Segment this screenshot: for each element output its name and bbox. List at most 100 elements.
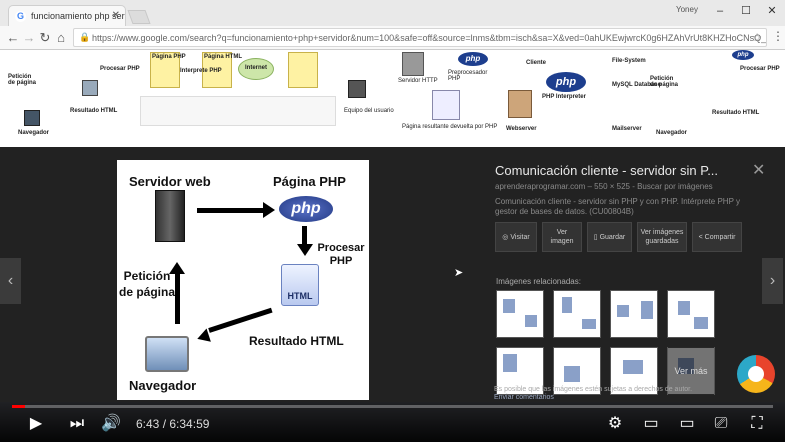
thumb-label: Página resultante devuelta por PHP — [402, 124, 498, 130]
view-image-label: Ver imagen — [550, 229, 574, 245]
thumb-label: Equipo del usuario — [344, 108, 394, 114]
thumb-label: Resultado HTML — [712, 110, 760, 116]
minimize-icon[interactable]: – — [716, 5, 724, 17]
progress-fill — [12, 405, 25, 408]
thumb-label: PHP Interpreter — [542, 94, 586, 100]
thumb-label: Procesar PHP — [100, 66, 140, 72]
diagram-request-label: Petición de página — [118, 269, 175, 299]
google-icon: G — [15, 11, 26, 22]
thumb-label: Resultado HTML — [70, 108, 118, 114]
server-icon — [155, 190, 185, 242]
thumb-label: Mailserver — [612, 126, 642, 132]
duration: 6:34:59 — [169, 417, 210, 431]
settings-gear-icon[interactable]: ⚙ — [607, 415, 623, 432]
thumb-label: Internet — [245, 65, 268, 71]
thumb-label: Interprete PHP — [180, 68, 222, 74]
previous-image-button[interactable]: ‹ — [0, 258, 21, 304]
image-title[interactable]: Comunicación cliente - servidor sin P... — [495, 163, 719, 178]
close-window-icon[interactable]: ✕ — [767, 5, 777, 17]
fullscreen-icon[interactable]: ⛶ — [751, 415, 763, 432]
thumb-right[interactable]: Cliente php PHP Interpreter Webserver Fi… — [506, 50, 780, 136]
preview-image[interactable]: Servidor web Página PHP php Procesar PHP… — [117, 160, 369, 400]
channel-logo-icon[interactable] — [737, 355, 775, 393]
send-feedback-link[interactable]: Enviar comentarios — [494, 394, 554, 401]
saved-images-button[interactable]: Ver imágenes guardadas — [637, 222, 687, 252]
related-thumb[interactable] — [667, 290, 715, 338]
share-button[interactable]: <Compartir — [692, 222, 742, 252]
image-description: Comunicación cliente - servidor sin PHP … — [495, 197, 740, 216]
play-icon[interactable]: ▶ — [29, 415, 43, 432]
thumb-label: Cliente — [526, 60, 547, 66]
image-info: Comunicación cliente - servidor sin P...… — [495, 163, 755, 217]
computer-icon — [24, 110, 40, 126]
next-image-button[interactable]: › — [762, 258, 783, 304]
tab-title: funcionamiento php ser — [31, 11, 125, 21]
thumb-middle-1[interactable]: Página PHP Página HTML Interprete PHP In… — [140, 50, 340, 147]
view-image-button[interactable]: Ver imagen — [542, 222, 582, 252]
thumb-middle-2[interactable]: php Servidor HTTP Preprocesador PHP Equi… — [340, 50, 500, 147]
maximize-icon[interactable]: ☐ — [741, 5, 751, 17]
related-thumb[interactable] — [553, 290, 601, 338]
share-label: Compartir — [704, 233, 736, 241]
related-thumb[interactable] — [610, 347, 658, 395]
thumb-label: Procesar PHP — [740, 66, 780, 72]
theater-mode-icon[interactable]: ▭ — [679, 415, 695, 432]
php-logo: php — [279, 196, 333, 222]
thumb-label: Webserver — [506, 126, 537, 132]
related-thumb[interactable] — [610, 290, 658, 338]
mouse-cursor-icon: ➤ — [454, 267, 464, 279]
diagram-page-label: Página PHP — [273, 174, 346, 189]
visit-button[interactable]: ◎Visitar — [495, 222, 537, 252]
video-controls: ▶ ⏭ 🔊 6:43 / 6:34:59 ⚙ ▭ ▭ ⎚ ⛶ — [0, 402, 785, 442]
menu-icon[interactable]: ⋮ — [772, 29, 784, 43]
html-icon — [82, 80, 98, 96]
bookmark-star-icon[interactable]: ☆ — [752, 32, 762, 44]
thumb-label: Página HTML — [204, 54, 243, 60]
related-thumb[interactable] — [553, 347, 601, 395]
tab-bar: G funcionamiento php ser ✕ Yoney – ☐ ✕ — [0, 0, 785, 26]
thumb-label: Navegador — [18, 130, 50, 136]
image-source[interactable]: aprenderaprogramar.com – 550 × 525 - Bus… — [495, 182, 713, 191]
thumb-label: Página PHP — [152, 54, 186, 60]
url-text: https://www.google.com/search?q=funciona… — [92, 33, 767, 43]
bookmark-icon: ▯ — [593, 233, 598, 241]
thumb-label: File-System — [612, 58, 646, 64]
reload-icon[interactable]: ↻ — [39, 30, 51, 45]
save-button[interactable]: ▯Guardar — [587, 222, 632, 252]
close-tab-icon[interactable]: ✕ — [111, 10, 120, 21]
url-input[interactable]: 🔒 https://www.google.com/search?q=funcio… — [73, 28, 767, 47]
browser-tab[interactable]: G funcionamiento php ser ✕ — [8, 5, 126, 26]
forward-icon[interactable]: → — [22, 30, 36, 45]
thumb-label: Servidor HTTP — [398, 78, 438, 84]
thumb-left[interactable]: Procesar PHP Petición de página Resultad… — [0, 50, 140, 147]
related-thumb[interactable] — [496, 290, 544, 338]
thumb-label: Preprocesador PHP — [448, 70, 488, 82]
profile-name[interactable]: Yoney — [676, 5, 698, 14]
thumb-label: Petición de página — [8, 74, 37, 86]
miniplayer-icon[interactable]: ▭ — [643, 415, 659, 432]
cast-icon[interactable]: ⎚ — [714, 415, 728, 432]
address-bar: ← → ↻ ⌂ 🔒 https://www.google.com/search?… — [0, 26, 785, 50]
saved-images-label: Ver imágenes guardadas — [640, 229, 684, 245]
php-logo: php — [458, 52, 488, 66]
related-thumb[interactable] — [496, 347, 544, 395]
html-icon: HTML — [281, 264, 319, 306]
thumb-label: Petición de página — [650, 76, 679, 88]
diagram-result-label: Resultado HTML — [249, 334, 344, 348]
image-results-strip: Procesar PHP Petición de página Resultad… — [0, 50, 785, 147]
diagram-process-label: Procesar PHP — [317, 242, 365, 267]
progress-bar[interactable] — [12, 405, 773, 408]
close-viewer-icon[interactable]: ✕ — [752, 162, 766, 179]
new-tab-button[interactable] — [127, 10, 151, 24]
current-time: 6:43 — [136, 417, 160, 431]
diagram-server-label: Servidor web — [129, 174, 211, 189]
related-images-heading: Imágenes relacionadas: — [496, 277, 581, 286]
back-icon[interactable]: ← — [6, 30, 20, 45]
home-icon[interactable]: ⌂ — [57, 30, 65, 45]
see-more-button[interactable]: Ver más — [668, 347, 714, 395]
next-video-icon[interactable]: ⏭ — [69, 415, 85, 432]
volume-icon[interactable]: 🔊 — [101, 415, 121, 432]
share-icon: < — [698, 233, 703, 241]
html-text: HTML — [287, 291, 313, 301]
